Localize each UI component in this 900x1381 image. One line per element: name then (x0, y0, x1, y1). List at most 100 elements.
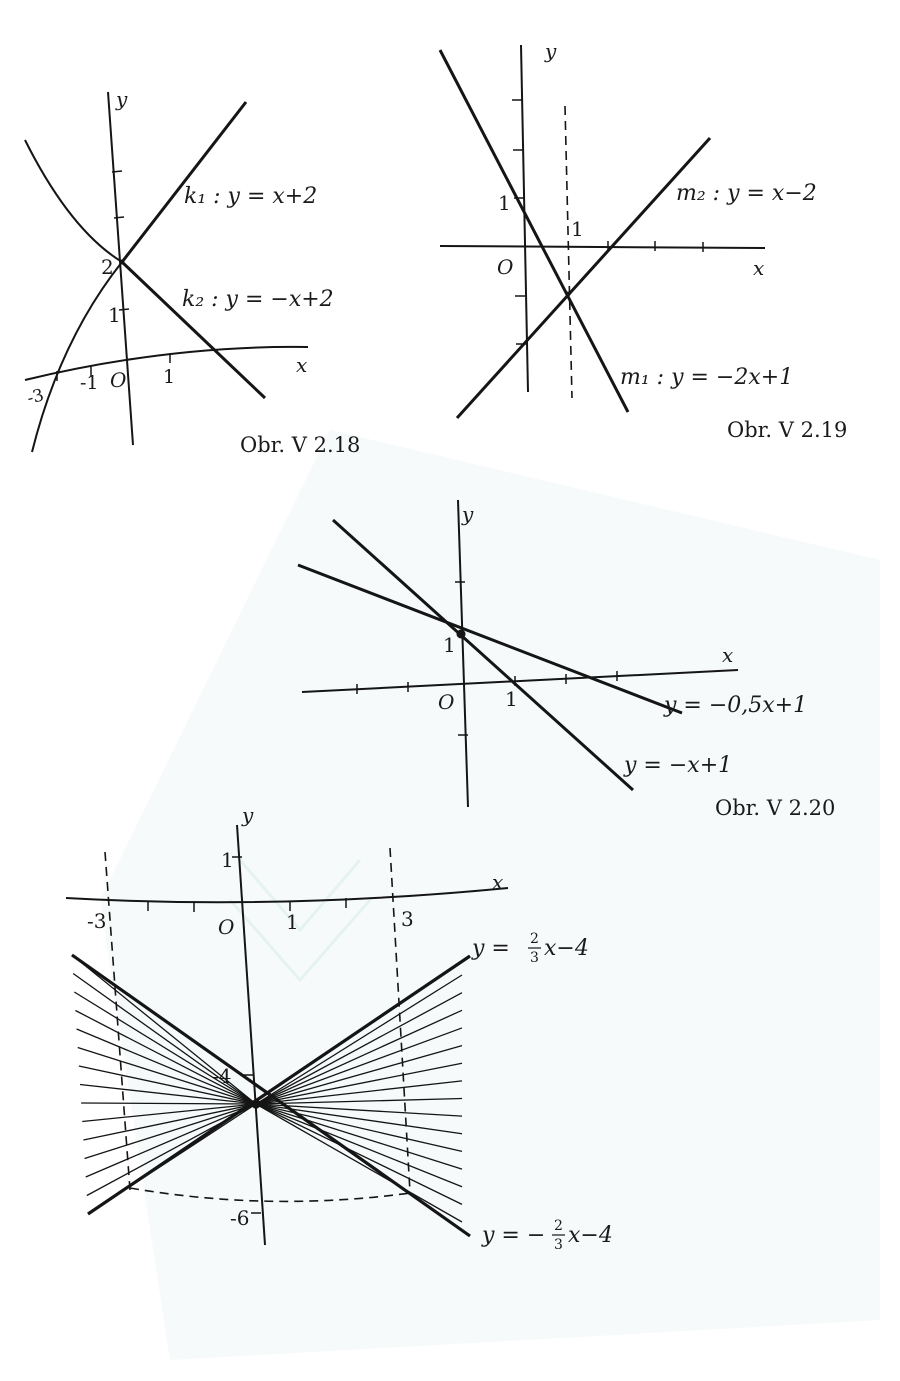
tick-marks (512, 99, 704, 345)
fan-line-right-3 (255, 1027, 463, 1105)
line-k2-label: k₂ : y = −x+2 (182, 287, 334, 312)
fan-line-left-8 (81, 1102, 257, 1105)
x-axis-label: x (722, 643, 733, 667)
intersection-point (565, 291, 571, 297)
line-minus-half-x-plus-1-label: y = −0,5x+1 (663, 693, 807, 718)
boundary-line-positive-label: y = 2 3 x−4 (471, 931, 589, 966)
line-minus-x-plus-1 (331, 518, 635, 792)
fan-line-right-14 (255, 1103, 463, 1223)
figure-caption: Obr. V 2.18 (240, 433, 360, 457)
x-axis (301, 669, 739, 693)
fan-line-left-11 (84, 1103, 257, 1160)
x-tick-label-1: 1 (505, 687, 518, 711)
boundary-line-negative (71, 953, 471, 1238)
fan-line-right-8 (255, 1103, 463, 1117)
show-through-tint (100, 430, 880, 1360)
label-numerator: 2 (554, 1218, 563, 1234)
x-axis (24, 345, 309, 381)
x-axis-label: x (753, 256, 764, 280)
label-suffix: x−4 (568, 1223, 613, 1248)
dashed-vertical-line (564, 105, 573, 399)
figure-v2-18: y x O 2 1 -3 -1 1 k₁ : y = x+2 k₂ : y = … (24, 87, 360, 457)
common-point (456, 629, 466, 639)
x-axis-label: x (492, 870, 503, 894)
fan-line-left-7 (79, 1083, 257, 1105)
line-m1-label: m₁ : y = −2x+1 (620, 365, 793, 390)
y-tick-label-1: 1 (108, 303, 121, 327)
hyperbola-branch-upper (24, 139, 123, 263)
y-axis-label: y (461, 502, 474, 526)
fan-line-left-12 (85, 1103, 257, 1178)
line-m1 (438, 49, 630, 413)
origin-label: O (438, 690, 454, 714)
intersection-point (119, 259, 125, 265)
y-axis-label: y (544, 39, 557, 63)
label-prefix: y = (471, 936, 510, 961)
dashed-bottom-arc (129, 1187, 411, 1203)
fan-line-left-6 (78, 1065, 257, 1105)
figure-v2-20: y x O 1 1 y = −0,5x+1 y = −x+1 Obr. V 2.… (297, 499, 835, 820)
origin-label: O (110, 368, 126, 392)
dashed-bound-right (389, 847, 411, 1193)
origin-label: O (497, 255, 513, 279)
line-m2-label: m₂ : y = x−2 (676, 181, 817, 206)
boundary-line-negative-label: y = − 2 3 x−4 (481, 1218, 613, 1253)
hyperbola-branch-lower (31, 261, 123, 453)
fan-line-left-10 (83, 1103, 257, 1141)
line-k2 (120, 260, 267, 400)
y-tick-label-1: 1 (443, 633, 456, 657)
x-tick-label-1: 1 (571, 217, 584, 241)
x-axis (439, 245, 766, 249)
y-axis-label: y (115, 87, 128, 111)
x-tick-label-1: 1 (286, 910, 299, 934)
x-tick-label-minus1: -1 (80, 372, 99, 394)
y-axis (107, 91, 134, 446)
label-suffix: x−4 (544, 936, 589, 961)
label-denominator: 3 (530, 950, 539, 966)
line-minus-x-plus-1-label: y = −x+1 (623, 753, 732, 778)
fan-line-right-2 (255, 1009, 463, 1105)
fan-line-right-10 (255, 1103, 463, 1153)
fan-line-left-2 (73, 991, 257, 1105)
x-tick-label-minus3: -3 (25, 385, 46, 409)
y-axis (457, 499, 469, 808)
fan-line-left-0 (71, 954, 257, 1105)
y-axis-label: y (241, 803, 254, 827)
fan-line-right-13 (255, 1103, 463, 1205)
figure-caption: Obr. V 2.19 (727, 418, 847, 442)
fan-line-left-4 (76, 1028, 257, 1105)
fan-line-right-1 (255, 992, 463, 1105)
fan-line-left-3 (75, 1009, 257, 1105)
x-tick-label-1: 1 (163, 366, 175, 388)
origin-label: O (218, 915, 234, 939)
y-tick-label-minus4: -4 (212, 1064, 231, 1088)
y-tick-label-2: 2 (101, 255, 114, 279)
line-k1 (120, 101, 248, 263)
line-k1-label: k₁ : y = x+2 (184, 184, 317, 209)
fan-line-right-6 (255, 1080, 463, 1105)
boundary-line-positive (87, 954, 471, 1216)
figure-v2-19: y x O 1 1 m₂ : y = x−2 m₁ : y = −2x+1 Ob… (438, 39, 847, 442)
tick-marks (147, 856, 347, 1214)
y-axis (236, 824, 266, 1246)
dashed-bound-left (104, 851, 131, 1191)
line-minus-half-x-plus-1 (297, 563, 683, 715)
tick-marks (356, 581, 618, 736)
figure-pencil-of-lines: y x O 1 -4 -6 -3 1 3 y = 2 3 x−4 y = − 2… (65, 803, 613, 1253)
y-tick-label-1: 1 (498, 191, 511, 215)
y-axis (520, 44, 529, 393)
fan-line-right-4 (255, 1044, 463, 1105)
figure-caption: Obr. V 2.20 (715, 796, 835, 820)
y-tick-label-minus6: -6 (230, 1206, 249, 1230)
fan-line-right-5 (255, 1062, 463, 1105)
x-tick-label-minus3: -3 (87, 909, 106, 933)
label-denominator: 3 (554, 1237, 563, 1253)
tick-marks (56, 170, 171, 381)
line-m2 (455, 136, 712, 420)
label-prefix: y = − (481, 1223, 545, 1248)
fan-line-right-12 (255, 1103, 463, 1188)
y-tick-label-1: 1 (221, 848, 234, 872)
fan-line-left-1 (72, 972, 257, 1105)
